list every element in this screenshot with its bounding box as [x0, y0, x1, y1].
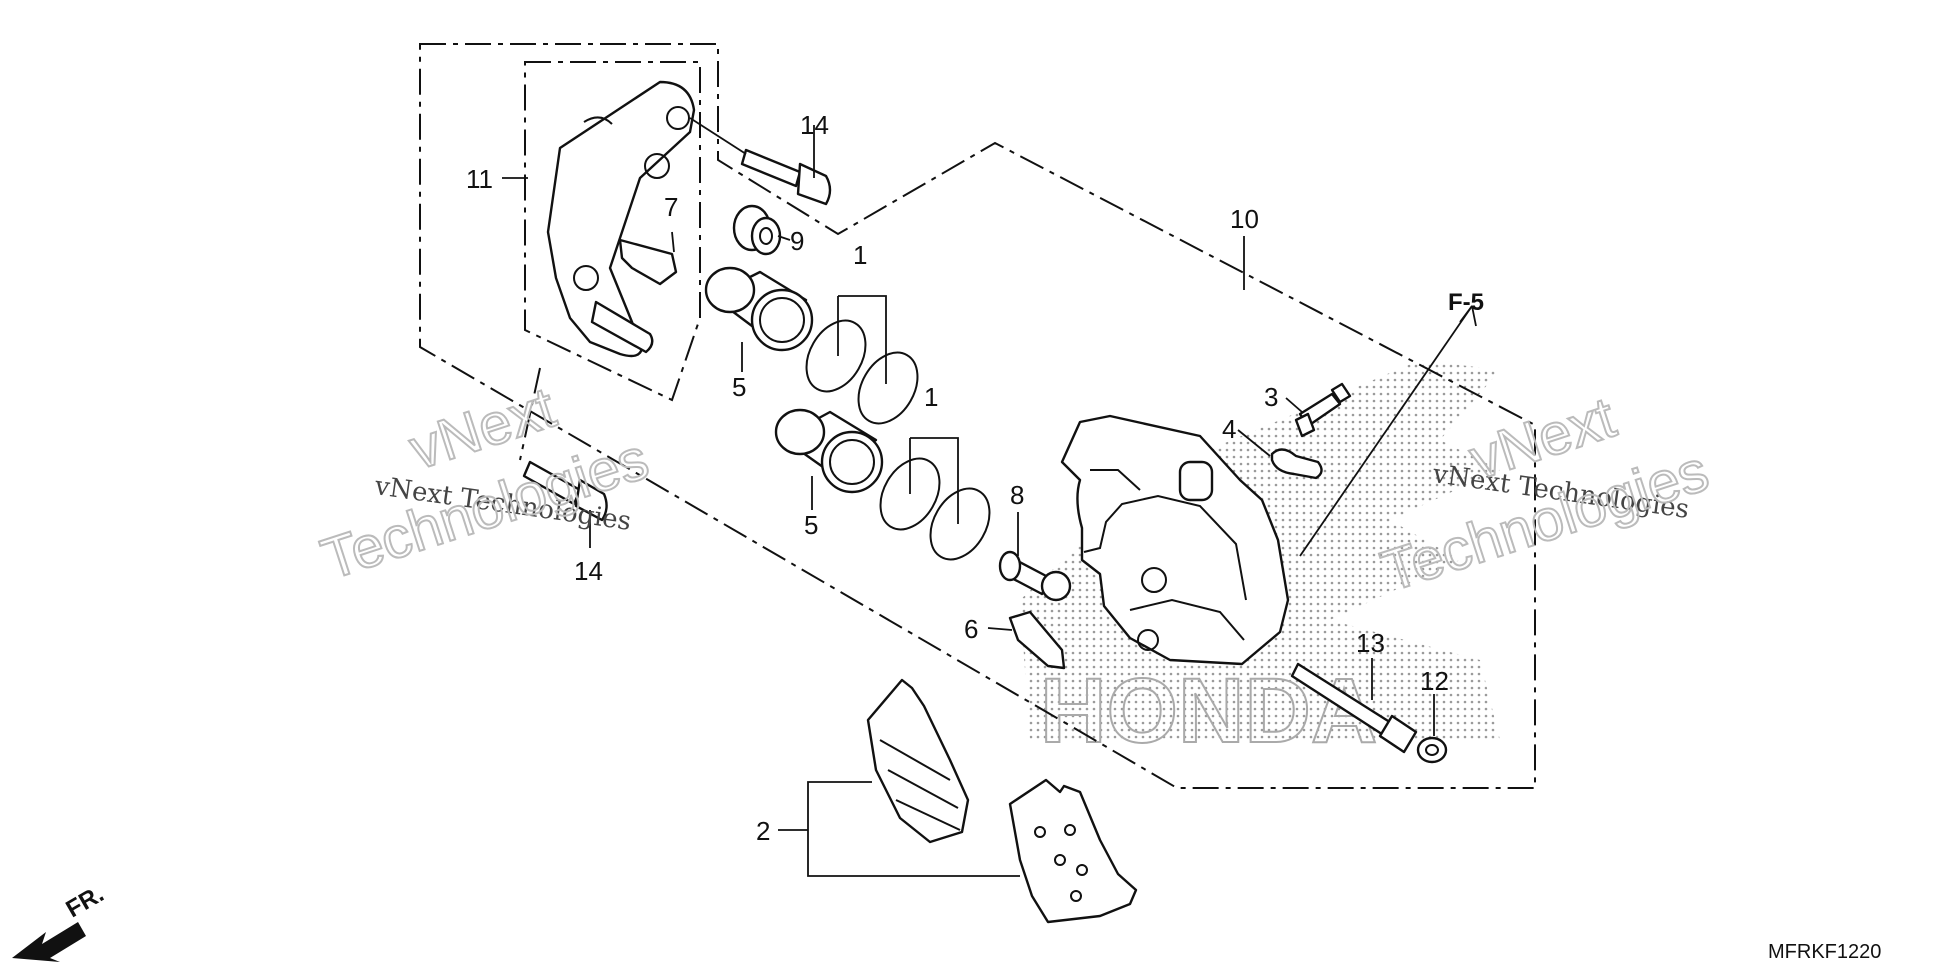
front-arrow-icon: [12, 922, 86, 962]
honda-logo-text: HONDA: [1040, 660, 1377, 762]
front-direction-indicator: FR.: [12, 880, 108, 962]
pad-pin: [1290, 662, 1418, 754]
callout-9: 9: [790, 226, 804, 256]
caliper-bracket: [546, 80, 696, 358]
mounting-bolt-lower: [522, 460, 608, 522]
watermark-left: vNext Technologies vNext Technologies: [313, 374, 657, 594]
pad-spring: [618, 238, 678, 286]
piston-seal-lower-pair: [879, 457, 991, 561]
callout-1-upper: 1: [853, 240, 867, 270]
piston-lower: [774, 408, 884, 494]
piston-upper: [704, 266, 814, 352]
callout-leaders: [502, 125, 1477, 877]
callout-14-lower: 14: [574, 556, 603, 586]
callout-8: 8: [1010, 480, 1024, 510]
callout-12: 12: [1420, 666, 1449, 696]
caliper-assembly-outline: [519, 367, 541, 461]
callout-2: 2: [756, 816, 770, 846]
callout-13: 13: [1356, 628, 1385, 658]
bleed-screw: [1294, 382, 1352, 438]
pad-retainer: [1008, 610, 1066, 670]
callout-1-lower: 1: [924, 382, 938, 412]
callout-5-upper: 5: [732, 372, 746, 402]
mounting-bolt-upper: [689, 117, 832, 206]
brake-pad-rear: [866, 678, 970, 844]
slide-pin-boot: [732, 204, 782, 256]
callout-10: 10: [1230, 204, 1259, 234]
reference-label-f5: F-5: [1448, 289, 1484, 316]
caliper-body: [1060, 414, 1290, 666]
callout-numbers: 11 7 14 9 1 1 5 5 10 3 4 8 6 13 12 14 2: [466, 110, 1449, 846]
callout-11: 11: [466, 164, 493, 194]
callout-5-lower: 5: [804, 510, 818, 540]
piston-seal-upper-pair: [805, 319, 919, 425]
callout-4: 4: [1222, 414, 1236, 444]
bleed-cap: [1270, 448, 1323, 480]
brake-pad-front: [1008, 778, 1138, 924]
callout-14-upper: 14: [800, 110, 829, 140]
bracket-subassembly-outline: [524, 61, 701, 402]
pad-pin-plug: [1416, 736, 1448, 764]
slide-pin: [998, 550, 1072, 602]
bracket-assembly-outline: [419, 43, 1536, 789]
front-direction-label: FR.: [62, 880, 109, 923]
diagram-code: MFRKF1220: [1768, 941, 1881, 963]
callout-6: 6: [964, 614, 978, 644]
callout-7: 7: [664, 192, 678, 222]
callout-3: 3: [1264, 382, 1278, 412]
